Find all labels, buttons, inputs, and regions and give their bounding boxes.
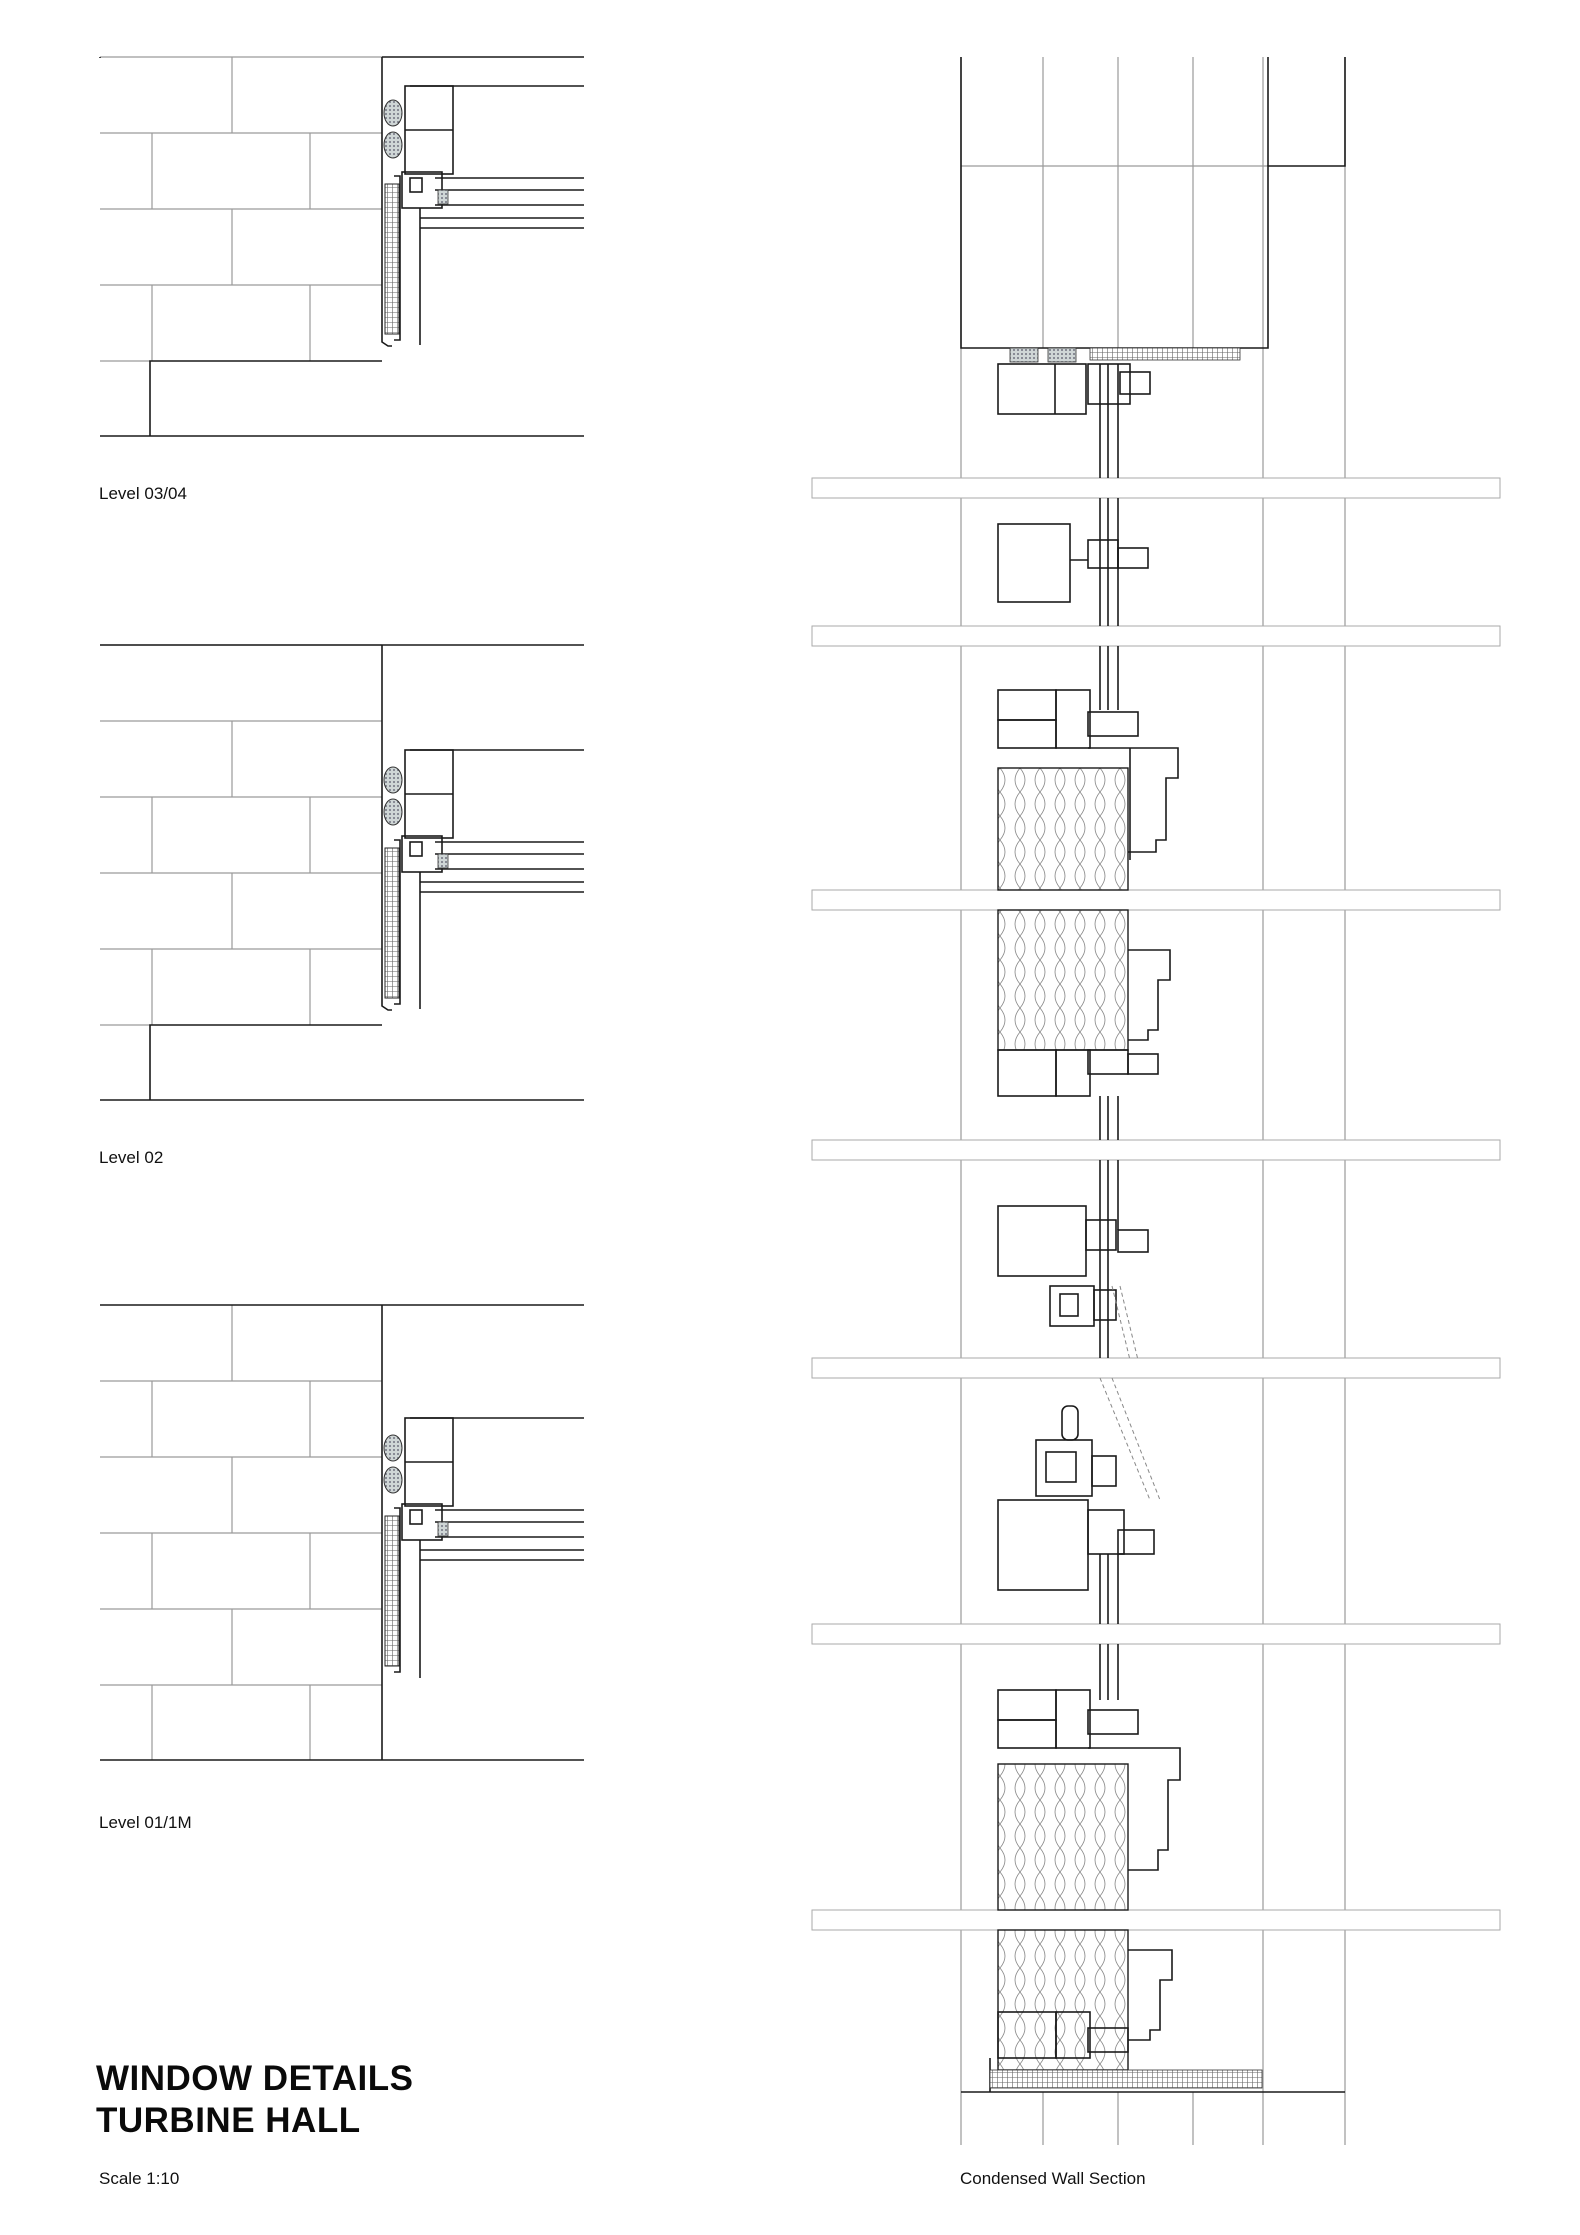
sheet-title-line1: WINDOW DETAILS [96, 2059, 414, 2098]
condensed-wall-section [811, 57, 1501, 2145]
detail-label-level-01-1m: Level 01/1M [99, 1813, 192, 1832]
detail-level-01-1m [100, 1304, 584, 1761]
sheet-title: WINDOW DETAILS TURBINE HALL [96, 2058, 413, 2142]
scale-label: Scale 1:10 [99, 2169, 180, 2188]
detail-level-02 [100, 644, 584, 1101]
section-label: Condensed Wall Section [960, 2169, 1146, 2188]
detail-label-level-02: Level 02 [99, 1148, 164, 1167]
detail-level-03-04 [99, 56, 584, 437]
detail-label-level-03-04: Level 03/04 [99, 484, 187, 503]
sheet-title-line2: TURBINE HALL [96, 2101, 361, 2140]
